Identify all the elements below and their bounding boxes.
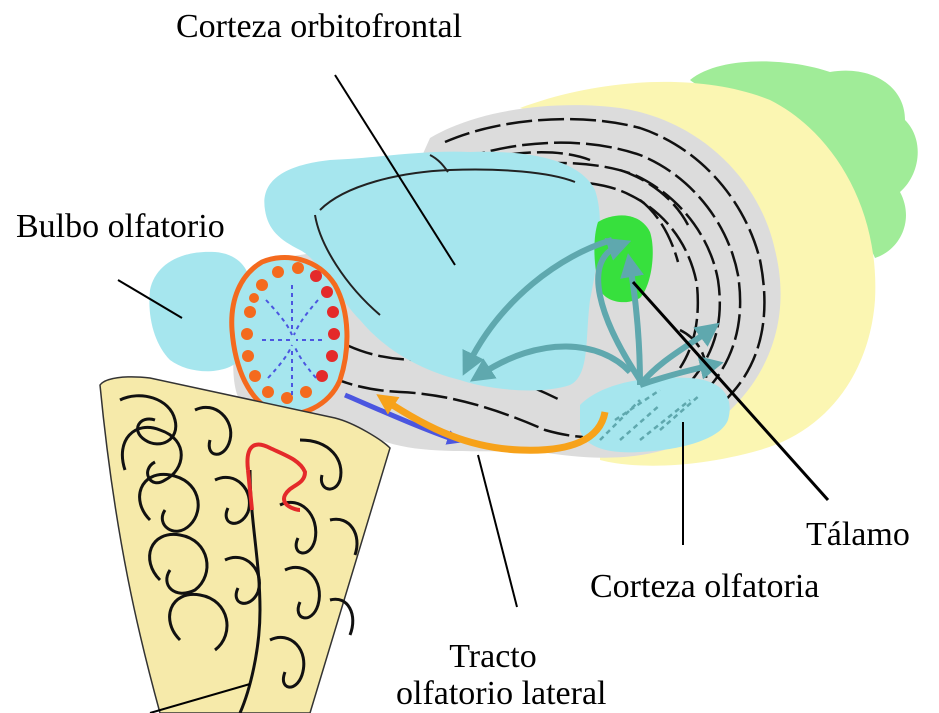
label-talamo: Tálamo xyxy=(806,516,910,553)
label-corteza-olfatoria: Corteza olfatoria xyxy=(590,568,819,605)
nasal-mucosa xyxy=(100,377,390,713)
label-bulbo-olfatorio: Bulbo olfatorio xyxy=(16,208,225,245)
label-tracto-line2: olfatorio lateral xyxy=(396,675,588,712)
label-tracto-line1: Tracto xyxy=(398,638,588,675)
label-corteza-orbitofrontal: Corteza orbitofrontal xyxy=(176,8,462,45)
label-tracto-olfatorio-lateral: Tracto olfatorio lateral xyxy=(398,638,588,713)
